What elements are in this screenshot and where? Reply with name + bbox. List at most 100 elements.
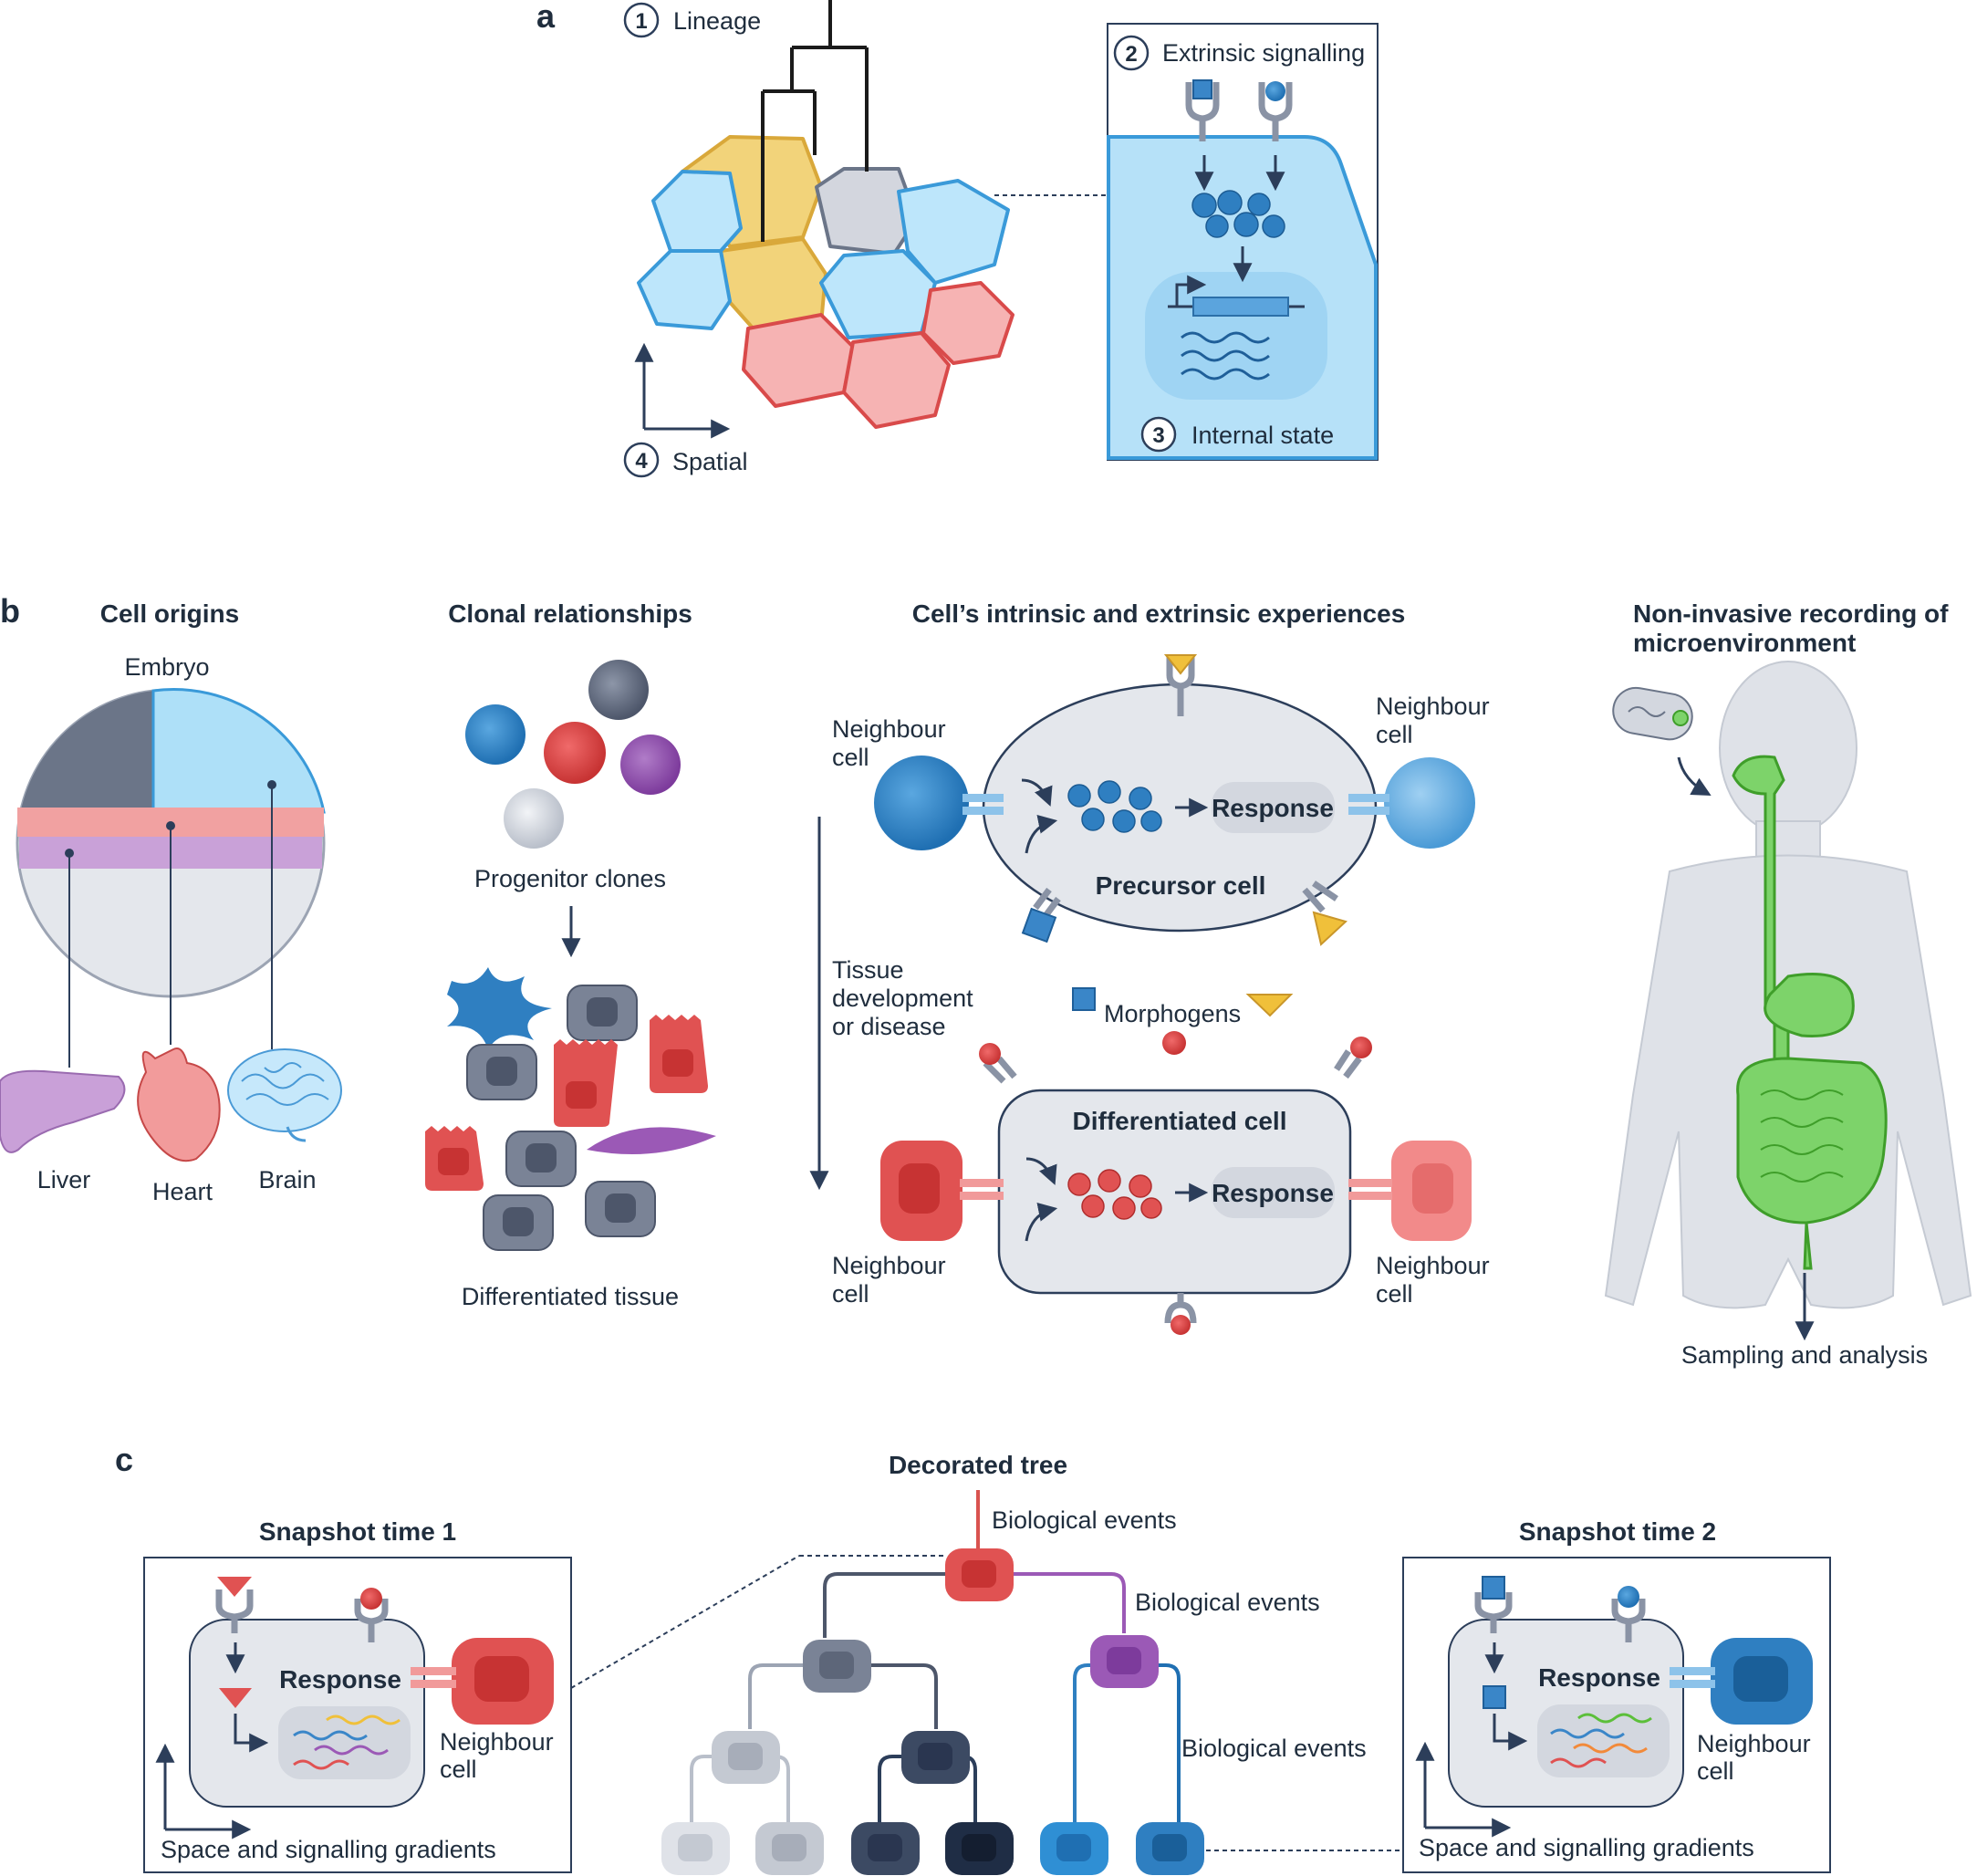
snapshot1-internal-signal xyxy=(219,1688,252,1708)
neighbour-cell-blue-left xyxy=(874,756,969,850)
recording-title-line2: microenvironment xyxy=(1633,629,1856,657)
snapshot2-nucleus xyxy=(1537,1704,1670,1777)
neighbour-cell-blue-right xyxy=(1384,757,1475,849)
spatial-number: 4 xyxy=(635,449,648,474)
lineage-label: Lineage xyxy=(673,7,761,35)
snapshot1-receptor-sphere xyxy=(354,1588,389,1642)
snapshot2-axis-label: Space and signalling gradients xyxy=(1419,1834,1754,1861)
recording-title-line1: Non-invasive recording of xyxy=(1633,599,1949,628)
panel-a-letter: a xyxy=(536,0,556,35)
differentiated-response-label: Response xyxy=(1212,1179,1334,1207)
cell-origins-title: Cell origins xyxy=(100,599,239,628)
panel-a: a 1 Lineage xyxy=(536,0,1379,478)
experiences-title: Cell’s intrinsic and extrinsic experienc… xyxy=(912,599,1406,628)
snapshot1-receptor-triangle xyxy=(215,1577,254,1633)
microbe-icon xyxy=(1612,686,1693,741)
timeline-line2: development xyxy=(832,985,973,1012)
cell-blue-1 xyxy=(651,170,743,253)
differentiated-cell-label: Differentiated cell xyxy=(1073,1107,1287,1135)
snapshot1-neighbour-line2: cell xyxy=(440,1756,477,1783)
internal-number-badge xyxy=(1140,416,1177,453)
differentiated-receptor-top-left xyxy=(979,1043,1017,1084)
tissue-cells xyxy=(637,135,1015,429)
snapshot1-axis-label: Space and signalling gradients xyxy=(161,1836,496,1863)
neighbour-tl-line1: Neighbour xyxy=(832,715,946,743)
snapshot2-response-label: Response xyxy=(1538,1663,1660,1692)
events-label-blue: Biological events xyxy=(1181,1735,1367,1762)
panel-c-letter: c xyxy=(115,1441,133,1478)
neighbour-br-line1: Neighbour xyxy=(1376,1252,1490,1279)
clone-purple xyxy=(620,735,681,795)
lineage-tree xyxy=(761,0,869,242)
extrinsic-number-badge xyxy=(1113,35,1150,71)
brain-label: Brain xyxy=(258,1166,316,1193)
clone-red xyxy=(544,722,606,784)
morphogen-sphere-icon xyxy=(1162,1031,1186,1055)
snapshot2-receptor-cube xyxy=(1474,1576,1513,1633)
clone-gray xyxy=(588,660,649,720)
differentiated-tissue-cells xyxy=(425,967,716,1251)
snapshot2-title: Snapshot time 2 xyxy=(1519,1517,1716,1546)
precursor-receptor-top xyxy=(1163,654,1198,716)
receptor-sphere xyxy=(1258,81,1293,141)
cell-blue-3 xyxy=(897,179,1010,285)
lineage-number: 1 xyxy=(635,9,647,34)
internal-label: Internal state xyxy=(1191,422,1334,449)
precursor-signal-proteins xyxy=(1067,780,1162,833)
tree-title: Decorated tree xyxy=(889,1451,1067,1479)
microbe-arrow xyxy=(1677,756,1712,797)
extrinsic-number: 2 xyxy=(1125,42,1137,67)
panel-b: b Cell origins Embryo Liver Heart Brain … xyxy=(0,592,1972,1369)
heart-label: Heart xyxy=(152,1178,213,1205)
neighbour-bl-line1: Neighbour xyxy=(832,1252,946,1279)
neighbour-tl-line2: cell xyxy=(832,744,869,771)
progenitor-label: Progenitor clones xyxy=(474,865,666,892)
snapshot2-receptor-sphere xyxy=(1611,1586,1646,1642)
diff-cell-blue xyxy=(447,967,552,1049)
morphogens-label: Morphogens xyxy=(1104,1000,1241,1027)
panel-b-letter: b xyxy=(0,592,20,630)
neighbour-bl-line2: cell xyxy=(832,1280,869,1308)
precursor-response-label: Response xyxy=(1212,794,1334,822)
panel-c: c Snapshot time 1 Response Neighbour cel… xyxy=(115,1441,1831,1875)
spatial-number-badge xyxy=(623,442,660,478)
precursor-cell-label: Precursor cell xyxy=(1096,871,1266,900)
tree-nodes xyxy=(661,1548,1204,1875)
snapshot2-internal-signal xyxy=(1483,1685,1506,1709)
neighbour-br-line2: cell xyxy=(1376,1280,1413,1308)
snapshot1-title: Snapshot time 1 xyxy=(259,1517,456,1546)
timeline-line3: or disease xyxy=(832,1013,946,1040)
snapshot1-response-label: Response xyxy=(279,1665,401,1694)
differentiated-response-box xyxy=(1212,1167,1335,1218)
events-label-root: Biological events xyxy=(992,1506,1177,1534)
liver-icon xyxy=(0,1069,126,1153)
cell-blue-4 xyxy=(819,249,937,339)
spatial-label: Spatial xyxy=(672,448,748,475)
lineage-number-badge xyxy=(623,2,660,38)
digestive-tract xyxy=(1732,755,1888,1270)
morphogen-cube-icon xyxy=(1072,987,1096,1011)
heart-icon xyxy=(137,1047,221,1162)
snapshot2-neighbour-line1: Neighbour xyxy=(1697,1730,1811,1757)
receptor-cube xyxy=(1185,79,1220,141)
precursor-receptor-bottom-right xyxy=(1302,881,1347,946)
cell-red-2 xyxy=(842,331,951,429)
diff-cell-purple xyxy=(587,1127,716,1154)
embryo-label: Embryo xyxy=(124,653,209,681)
morphogen-triangle-icon xyxy=(1245,994,1294,1017)
nucleus xyxy=(1145,272,1327,400)
snapshot1-nucleus xyxy=(278,1706,411,1779)
events-label-purple: Biological events xyxy=(1135,1589,1320,1616)
neighbour-tr-line1: Neighbour xyxy=(1376,693,1490,720)
cell-blue-2 xyxy=(637,249,732,330)
differentiated-receptor-top-right xyxy=(1334,1037,1372,1079)
internal-number: 3 xyxy=(1152,423,1164,448)
gene-expression xyxy=(1168,275,1305,380)
brain-icon xyxy=(227,1048,342,1142)
snapshot1-neighbour-line1: Neighbour xyxy=(440,1728,554,1756)
differentiated-signal-proteins xyxy=(1067,1169,1162,1220)
snapshot2-neighbour-line2: cell xyxy=(1697,1757,1734,1785)
liver-label: Liver xyxy=(37,1166,91,1193)
neighbour-tr-line2: cell xyxy=(1376,721,1413,748)
differentiated-tissue-label: Differentiated tissue xyxy=(462,1283,679,1310)
